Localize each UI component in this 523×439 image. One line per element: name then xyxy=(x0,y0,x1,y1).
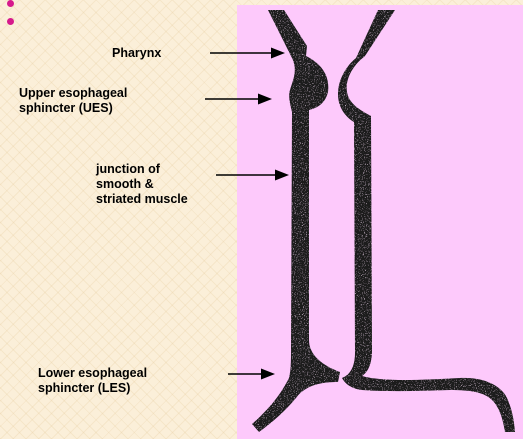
les-label: Lower esophageal sphincter (LES) xyxy=(38,366,147,396)
esophagus-left-wall xyxy=(252,10,340,432)
pharynx-label: Pharynx xyxy=(112,46,161,61)
junction-label: junction of smooth & striated muscle xyxy=(96,162,188,207)
esophagus-right-wall xyxy=(338,10,515,432)
ues-arrow-icon xyxy=(205,94,272,105)
ues-label: Upper esophageal sphincter (UES) xyxy=(19,86,127,116)
les-arrow-icon xyxy=(228,369,275,380)
pharynx-arrow-icon xyxy=(210,48,285,59)
junction-arrow-icon xyxy=(216,170,289,181)
